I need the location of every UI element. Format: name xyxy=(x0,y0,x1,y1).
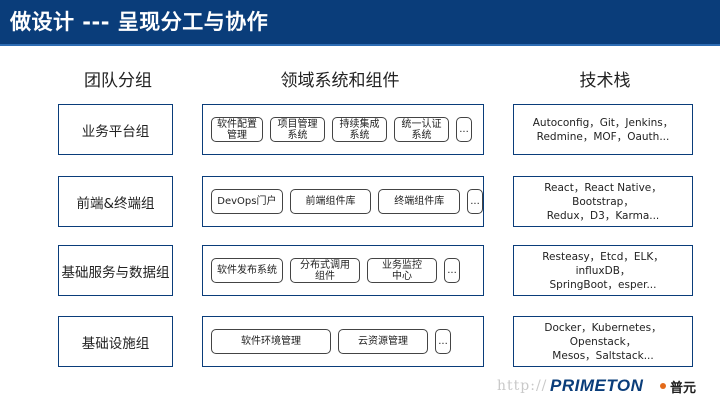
team-box: 基础设施组 xyxy=(58,316,173,367)
tech-box: Docker，Kubernetes，Openstack，Mesos，Saltst… xyxy=(513,316,693,367)
logo-chinese: 普元 xyxy=(670,381,697,396)
tech-box: React，React Native，Bootstrap，Redux，D3，Ka… xyxy=(513,176,693,227)
tech-line: Mesos，Saltstack... xyxy=(552,349,654,362)
tech-line: Resteasy，Etcd，ELK，influxDB， xyxy=(542,250,664,277)
chip-line: 前端组件库 xyxy=(305,196,356,207)
tech-box: Resteasy，Etcd，ELK，influxDB，SpringBoot，es… xyxy=(513,245,693,296)
domain-chip: 项目管理系统 xyxy=(270,117,325,142)
chip-line: 软件发布系统 xyxy=(217,265,277,276)
chip-line: 业务监控 xyxy=(382,259,422,271)
domain-chip: 终端组件库 xyxy=(378,189,461,214)
chip-line: DevOps门户 xyxy=(217,196,277,207)
domain-chip: 软件发布系统 xyxy=(211,258,283,283)
domain-chip: 云资源管理 xyxy=(338,329,428,354)
domain-chip: 持续集成系统 xyxy=(332,117,387,142)
team-box: 前端&终端组 xyxy=(58,176,173,227)
chip-line: 软件配置 xyxy=(217,118,257,130)
domain-chip: 业务监控中心 xyxy=(367,258,437,283)
domain-chip: 前端组件库 xyxy=(289,189,372,214)
domain-box: 软件配置管理项目管理系统持续集成系统统一认证系统... xyxy=(202,104,484,155)
chip-line: ... xyxy=(438,336,448,347)
column-header-tech: 技术栈 xyxy=(579,71,631,91)
chip-line: 管理 xyxy=(227,129,247,141)
domain-box: 软件环境管理 云资源管理... xyxy=(202,316,484,367)
domain-chip: 软件配置管理 xyxy=(211,117,263,142)
more-chip: ... xyxy=(456,117,472,142)
more-chip: ... xyxy=(444,258,460,283)
chip-line: ... xyxy=(459,124,469,135)
logo-dot-icon xyxy=(660,383,666,389)
more-chip: ... xyxy=(435,329,451,354)
header-rule xyxy=(0,44,720,46)
chip-line: 终端组件库 xyxy=(394,196,445,207)
domain-chip: 分布式调用组件 xyxy=(290,258,360,283)
domain-box: 软件发布系统分布式调用组件业务监控中心... xyxy=(202,245,484,296)
chip-line: 软件环境管理 xyxy=(241,336,301,347)
tech-line: Docker，Kubernetes，Openstack， xyxy=(544,321,662,348)
chip-line: 中心 xyxy=(392,270,412,282)
logo-wordmark: PRIMETON xyxy=(550,376,644,395)
chip-line: ... xyxy=(447,265,457,276)
chip-line: 系统 xyxy=(349,129,370,141)
domain-chip: DevOps门户 xyxy=(211,189,283,214)
chip-line: 系统 xyxy=(287,129,308,141)
team-box: 基础服务与数据组 xyxy=(58,245,173,296)
chip-line: ... xyxy=(470,196,480,207)
tech-line: SpringBoot，esper... xyxy=(549,278,657,291)
tech-line: Redmine，MOF，Oauth... xyxy=(536,130,670,143)
chip-line: 统一认证 xyxy=(401,118,442,130)
chip-line: 项目管理 xyxy=(277,118,318,130)
primeton-logo: PRIMETON 普元 xyxy=(550,374,710,398)
more-chip: ... xyxy=(467,189,483,214)
domain-chip: 统一认证系统 xyxy=(394,117,449,142)
slide-header: 做设计 --- 呈现分工与协作 xyxy=(0,0,720,46)
tech-line: React，React Native，Bootstrap， xyxy=(544,181,662,208)
watermark-text: http:// xyxy=(497,378,548,394)
chip-line: 持续集成 xyxy=(339,118,380,130)
domain-box: DevOps门户 前端组件库 终端组件库... xyxy=(202,176,484,227)
slide-title: 做设计 --- 呈现分工与协作 xyxy=(10,10,269,34)
chip-line: 组件 xyxy=(315,270,335,282)
column-header-domains: 领域系统和组件 xyxy=(280,71,400,91)
chip-line: 分布式调用 xyxy=(300,259,350,271)
team-box: 业务平台组 xyxy=(58,104,173,155)
tech-box: Autoconfig，Git，Jenkins，Redmine，MOF，Oauth… xyxy=(513,104,693,155)
tech-line: Redux，D3，Karma... xyxy=(546,209,660,222)
chip-line: 云资源管理 xyxy=(358,336,408,347)
domain-chip: 软件环境管理 xyxy=(211,329,331,354)
column-header-teams: 团队分组 xyxy=(84,71,152,91)
tech-line: Autoconfig，Git，Jenkins， xyxy=(532,116,674,129)
chip-line: 系统 xyxy=(411,129,432,141)
